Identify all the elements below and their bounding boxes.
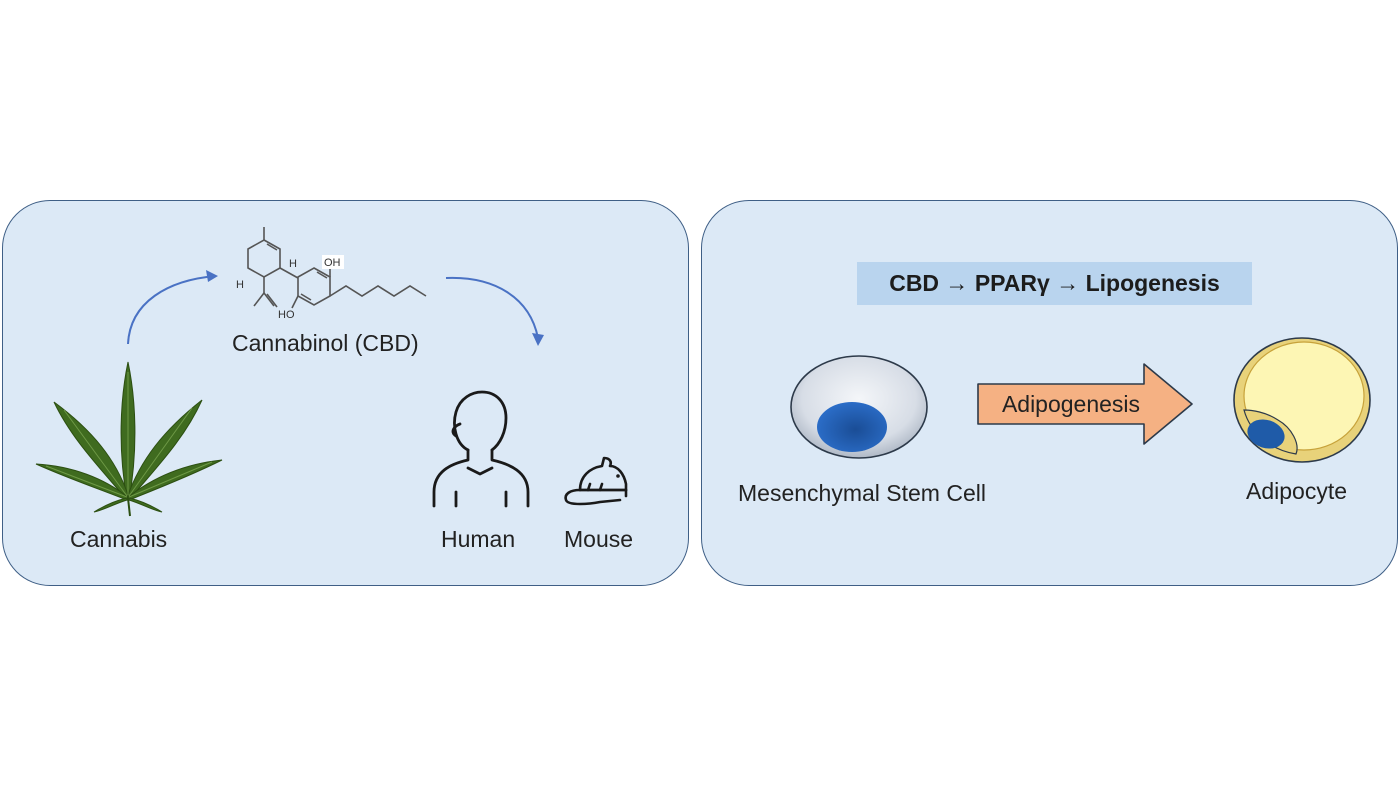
cannabis-leaf-icon bbox=[35, 361, 223, 517]
mouse-label: Mouse bbox=[564, 526, 634, 552]
curved-arrow-to-subjects bbox=[445, 276, 544, 346]
cbd-structure-diagram: OH HO H H bbox=[236, 227, 427, 321]
mesenchymal-stem-cell-icon bbox=[790, 355, 928, 459]
compound-label: Cannabinol (CBD) bbox=[232, 330, 419, 356]
stem-cell-label: Mesenchymal Stem Cell bbox=[738, 480, 986, 506]
adipogenesis-arrow bbox=[977, 363, 1193, 445]
h-atom-label-a: H bbox=[289, 258, 297, 270]
cannabis-label: Cannabis bbox=[70, 526, 168, 552]
adipogenesis-label: Adipogenesis bbox=[1001, 391, 1141, 417]
adipocyte-icon bbox=[1233, 337, 1371, 463]
ho-bottom-label: HO bbox=[278, 309, 295, 321]
pathway-banner: CBD → PPARγ → Lipogenesis bbox=[857, 262, 1252, 305]
curved-arrow-to-compound bbox=[127, 270, 218, 345]
human-label: Human bbox=[441, 526, 516, 552]
left-panel bbox=[2, 200, 689, 586]
mouse-icon bbox=[564, 456, 628, 506]
adipocyte-label: Adipocyte bbox=[1246, 478, 1348, 504]
h-atom-label-b: H bbox=[236, 279, 244, 291]
oh-top-label: OH bbox=[324, 257, 341, 269]
human-icon bbox=[432, 390, 530, 508]
